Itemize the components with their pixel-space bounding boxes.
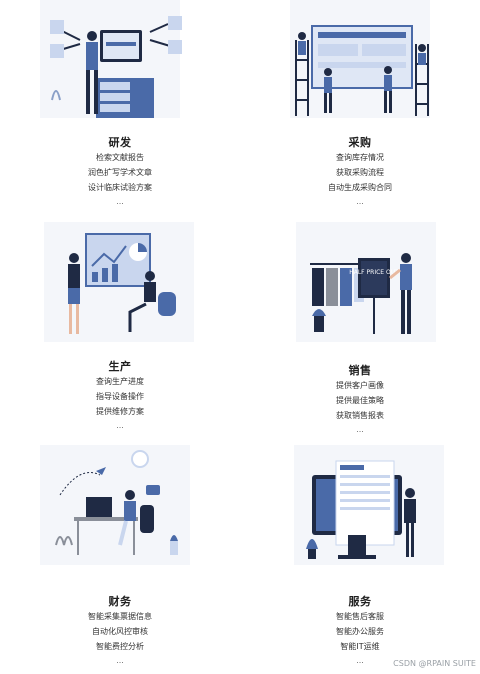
section-title: 生产 [108,360,132,373]
section-item: 查询生产进度 [96,377,144,386]
section-title: 采购 [348,136,372,149]
card-service: 服务 智能售后客服 智能办公服务 智能IT运维 ... [240,445,480,670]
finance-illustration [40,445,190,565]
section-item: 获取销售报表 [336,411,384,420]
research-illustration [40,0,182,118]
half-price-sign: HALF PRICE OUT [349,269,399,276]
section-item: 智能IT运维 [340,642,380,651]
section-item: 智能售后客服 [336,612,384,621]
section-more: ... [116,197,124,206]
section-more: ... [356,425,364,434]
section-item: 智能采集票据信息 [88,612,152,621]
procurement-illustration [290,0,430,118]
section-title: 研发 [108,136,132,149]
card-procurement: 采购 查询库存情况 获取采购流程 自动生成采购合同 ... [240,0,480,225]
watermark: CSDN @RPAIN SUITE [393,659,476,668]
section-item: 润色扩写学术文章 [88,168,152,177]
section-title: 财务 [108,595,132,608]
section-more: ... [356,656,364,665]
section-more: ... [116,656,124,665]
section-item: 智能费控分析 [96,642,144,651]
card-research: 研发 检索文献报告 润色扩写学术文章 设计临床试验方案 ... [0,0,240,225]
service-illustration [294,445,444,565]
section-item: 提供客户画像 [336,381,384,390]
section-item: 指导设备操作 [96,392,144,401]
card-production: 生产 查询生产进度 指导设备操作 提供维修方案 ... [0,222,240,447]
section-item: 提供维修方案 [96,407,144,416]
section-title: 服务 [348,595,372,608]
section-more: ... [356,197,364,206]
section-item: 获取采购流程 [336,168,384,177]
section-item: 自动化风控审核 [92,627,148,636]
section-item: 设计临床试验方案 [88,183,152,192]
section-item: 检索文献报告 [96,153,144,162]
card-sales: HALF PRICE OUT 销售 提供客户画像 提供最佳策略 获取销售报表 .… [240,222,480,447]
card-finance: 财务 智能采集票据信息 自动化风控审核 智能费控分析 ... [0,445,240,670]
section-item: 自动生成采购合同 [328,183,392,192]
section-item: 查询库存情况 [336,153,384,162]
section-more: ... [116,421,124,430]
section-title: 销售 [348,364,372,377]
sales-illustration: HALF PRICE OUT [296,222,436,342]
production-illustration [44,222,194,342]
section-item: 智能办公服务 [336,627,384,636]
section-item: 提供最佳策略 [336,396,384,405]
